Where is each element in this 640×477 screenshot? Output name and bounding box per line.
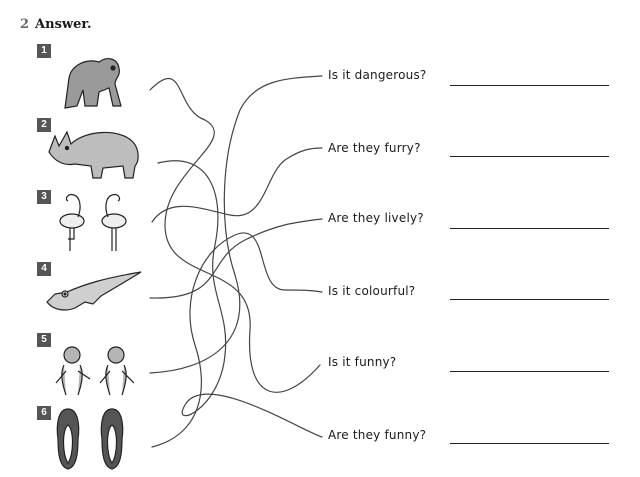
answer-line-4[interactable] [450,299,609,300]
animal-number-badge: 2 [37,118,51,132]
answer-line-3[interactable] [450,228,609,229]
animal-number-badge: 3 [37,190,51,204]
animal-number-badge: 1 [37,44,51,58]
exercise-title: Answer. [35,17,92,32]
crocodile-icon [46,271,142,311]
penguins-icon [56,408,124,470]
tangle-line-4 [149,218,323,299]
answer-line-2[interactable] [450,156,609,157]
exercise-number: 2 [20,17,30,32]
animal-number-badge: 5 [37,333,51,347]
exercise-heading: 2 Answer. [20,17,92,32]
answer-line-5[interactable] [450,371,609,372]
question-5: Is it funny? [328,355,397,369]
tangle-line-6 [151,232,323,448]
question-2: Are they furry? [328,141,421,155]
tangle-line-5 [149,75,323,374]
question-6: Are they funny? [328,428,427,442]
answer-line-6[interactable] [450,443,609,444]
tangle-line-2 [157,160,323,438]
animal-number-badge: 4 [37,262,51,276]
gorilla-icon [64,58,122,109]
rhino-icon [48,130,139,179]
question-3: Are they lively? [328,211,424,225]
tangle-line-1 [149,77,321,393]
question-4: Is it colourful? [328,284,416,298]
question-1: Is it dangerous? [328,68,427,82]
flamingos-icon [59,194,127,251]
animal-number-badge: 6 [37,406,51,420]
answer-line-1[interactable] [450,85,609,86]
monkeys-icon [55,346,135,396]
tangle-line-3 [151,147,323,223]
